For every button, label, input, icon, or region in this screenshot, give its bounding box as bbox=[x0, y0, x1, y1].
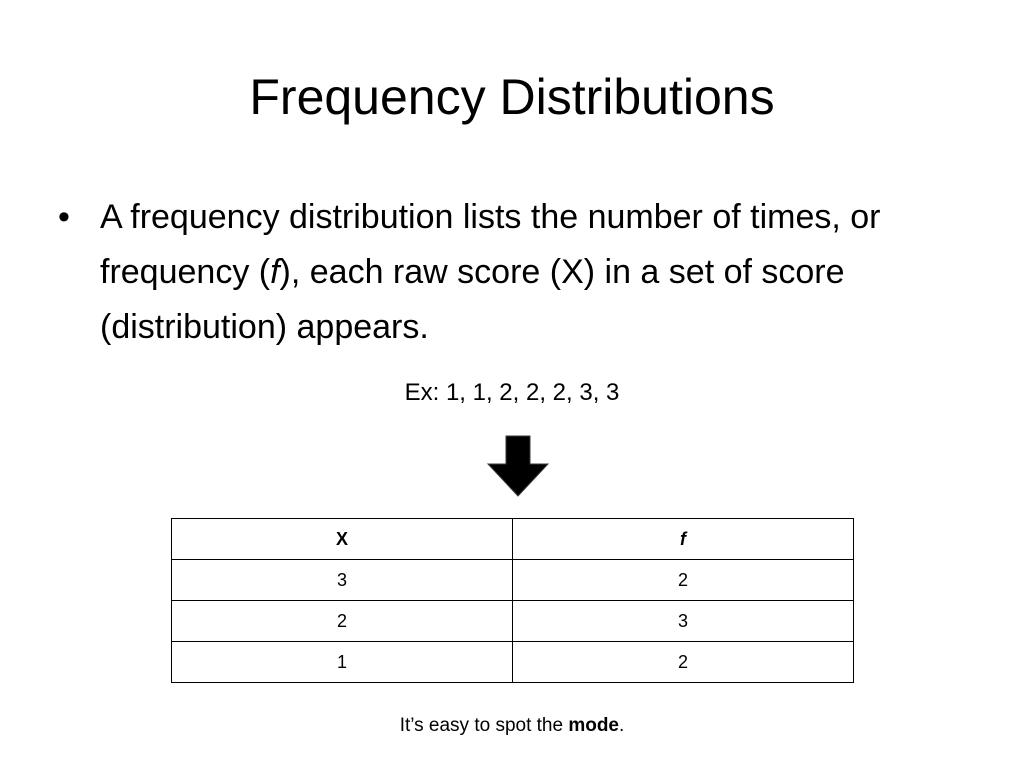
table-header-row: X f bbox=[171, 518, 854, 560]
caption-before: It’s easy to spot the bbox=[399, 715, 569, 736]
frequency-table: X f 3 2 2 3 1 2 bbox=[171, 518, 854, 683]
bullet-text-before: A frequency distribution lists the numbe… bbox=[100, 198, 881, 291]
frequency-symbol: f bbox=[270, 253, 280, 291]
example-scores: Ex: 1, 1, 2, 2, 2, 3, 3 bbox=[404, 379, 620, 406]
table-cell: 2 bbox=[171, 600, 513, 642]
slide-title: Frequency Distributions bbox=[249, 69, 775, 125]
caption-after: . bbox=[619, 715, 625, 736]
caption: It’s easy to spot the mode. bbox=[0, 712, 1024, 740]
bullet-text-after: ), each raw score (X) in a set of score … bbox=[100, 253, 845, 346]
header-f: f bbox=[512, 518, 854, 560]
header-x: X bbox=[171, 518, 513, 560]
bullet-text: A frequency distribution lists the numbe… bbox=[100, 190, 968, 355]
bullet-marker: • bbox=[58, 198, 70, 236]
table-cell: 1 bbox=[171, 641, 513, 683]
table-cell: 2 bbox=[512, 559, 854, 601]
table-cell: 3 bbox=[171, 559, 513, 601]
table-row: 2 3 bbox=[171, 600, 854, 642]
table-cell: 3 bbox=[512, 600, 854, 642]
bullet-point: • A frequency distribution lists the num… bbox=[58, 190, 968, 355]
table-row: 3 2 bbox=[171, 559, 854, 601]
table-cell: 2 bbox=[512, 641, 854, 683]
down-arrow-icon bbox=[486, 435, 550, 497]
table-row: 1 2 bbox=[171, 641, 854, 683]
caption-mode: mode bbox=[568, 715, 620, 736]
